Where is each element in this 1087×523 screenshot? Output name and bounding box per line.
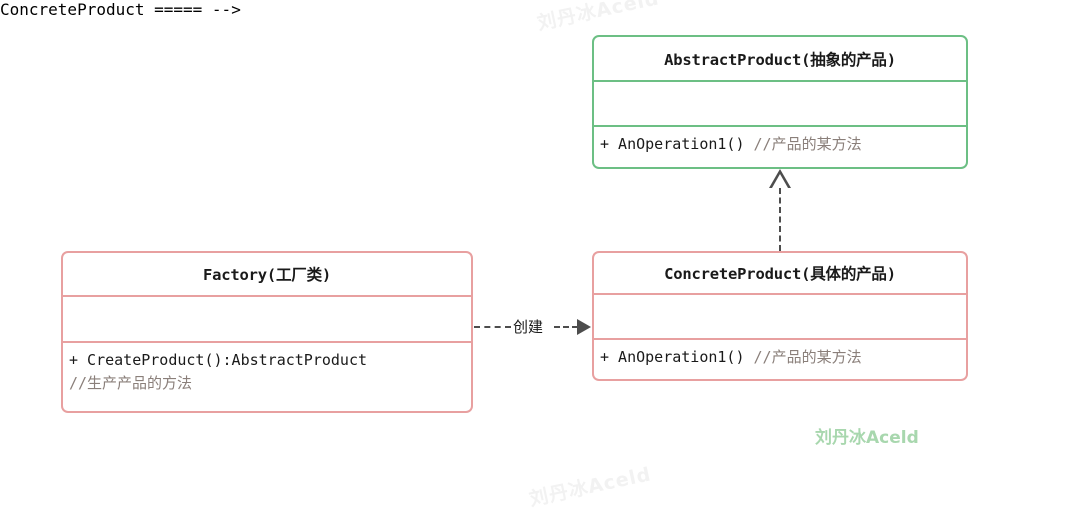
dependency-dashed-segment-left xyxy=(474,326,511,328)
dependency-arrowhead-icon xyxy=(577,319,591,335)
realization-dashed-line xyxy=(779,188,781,251)
triangle-inner-fill xyxy=(772,174,788,188)
operation-comment: //产品的某方法 xyxy=(753,135,862,153)
operation-signature: + CreateProduct():AbstractProduct xyxy=(69,351,368,369)
operation-signature: + AnOperation1() xyxy=(600,135,754,153)
operations-compartment-abstract-product: + AnOperation1() //产品的某方法 xyxy=(594,125,966,167)
class-box-abstract-product[interactable]: AbstractProduct(抽象的产品) + AnOperation1() … xyxy=(592,35,968,169)
dependency-label-create: 创建 xyxy=(511,316,546,337)
operation-row: + AnOperation1() //产品的某方法 xyxy=(600,133,966,156)
class-name-abstract-product: AbstractProduct(抽象的产品) xyxy=(664,50,896,69)
operation-row: //生产产品的方法 xyxy=(69,372,471,395)
dependency-dashed-segment-right xyxy=(554,326,578,328)
background-watermark: 刘丹冰Aceld xyxy=(535,0,662,35)
attributes-compartment-factory xyxy=(63,295,471,341)
operation-row: + AnOperation1() //产品的某方法 xyxy=(600,346,966,369)
operation-comment: //生产产品的方法 xyxy=(69,374,193,392)
background-watermark: 刘丹冰Aceld xyxy=(527,463,654,511)
operation-row: + CreateProduct():AbstractProduct xyxy=(69,349,471,372)
operations-compartment-factory: + CreateProduct():AbstractProduct //生产产品… xyxy=(63,341,471,411)
class-box-concrete-product[interactable]: ConcreteProduct(具体的产品) + AnOperation1() … xyxy=(592,251,968,381)
attributes-compartment-abstract-product xyxy=(594,80,966,125)
realization-hollow-triangle-icon xyxy=(769,169,791,188)
class-box-factory[interactable]: Factory(工厂类) + CreateProduct():AbstractP… xyxy=(61,251,473,413)
signature-watermark: 刘丹冰Aceld xyxy=(815,428,919,448)
operations-compartment-concrete-product: + AnOperation1() //产品的某方法 xyxy=(594,338,966,379)
class-name-concrete-product: ConcreteProduct(具体的产品) xyxy=(664,265,896,283)
class-name-factory: Factory(工厂类) xyxy=(202,266,332,284)
operation-comment: //产品的某方法 xyxy=(753,348,862,366)
operation-signature: + AnOperation1() xyxy=(600,348,754,366)
attributes-compartment-concrete-product xyxy=(594,293,966,338)
